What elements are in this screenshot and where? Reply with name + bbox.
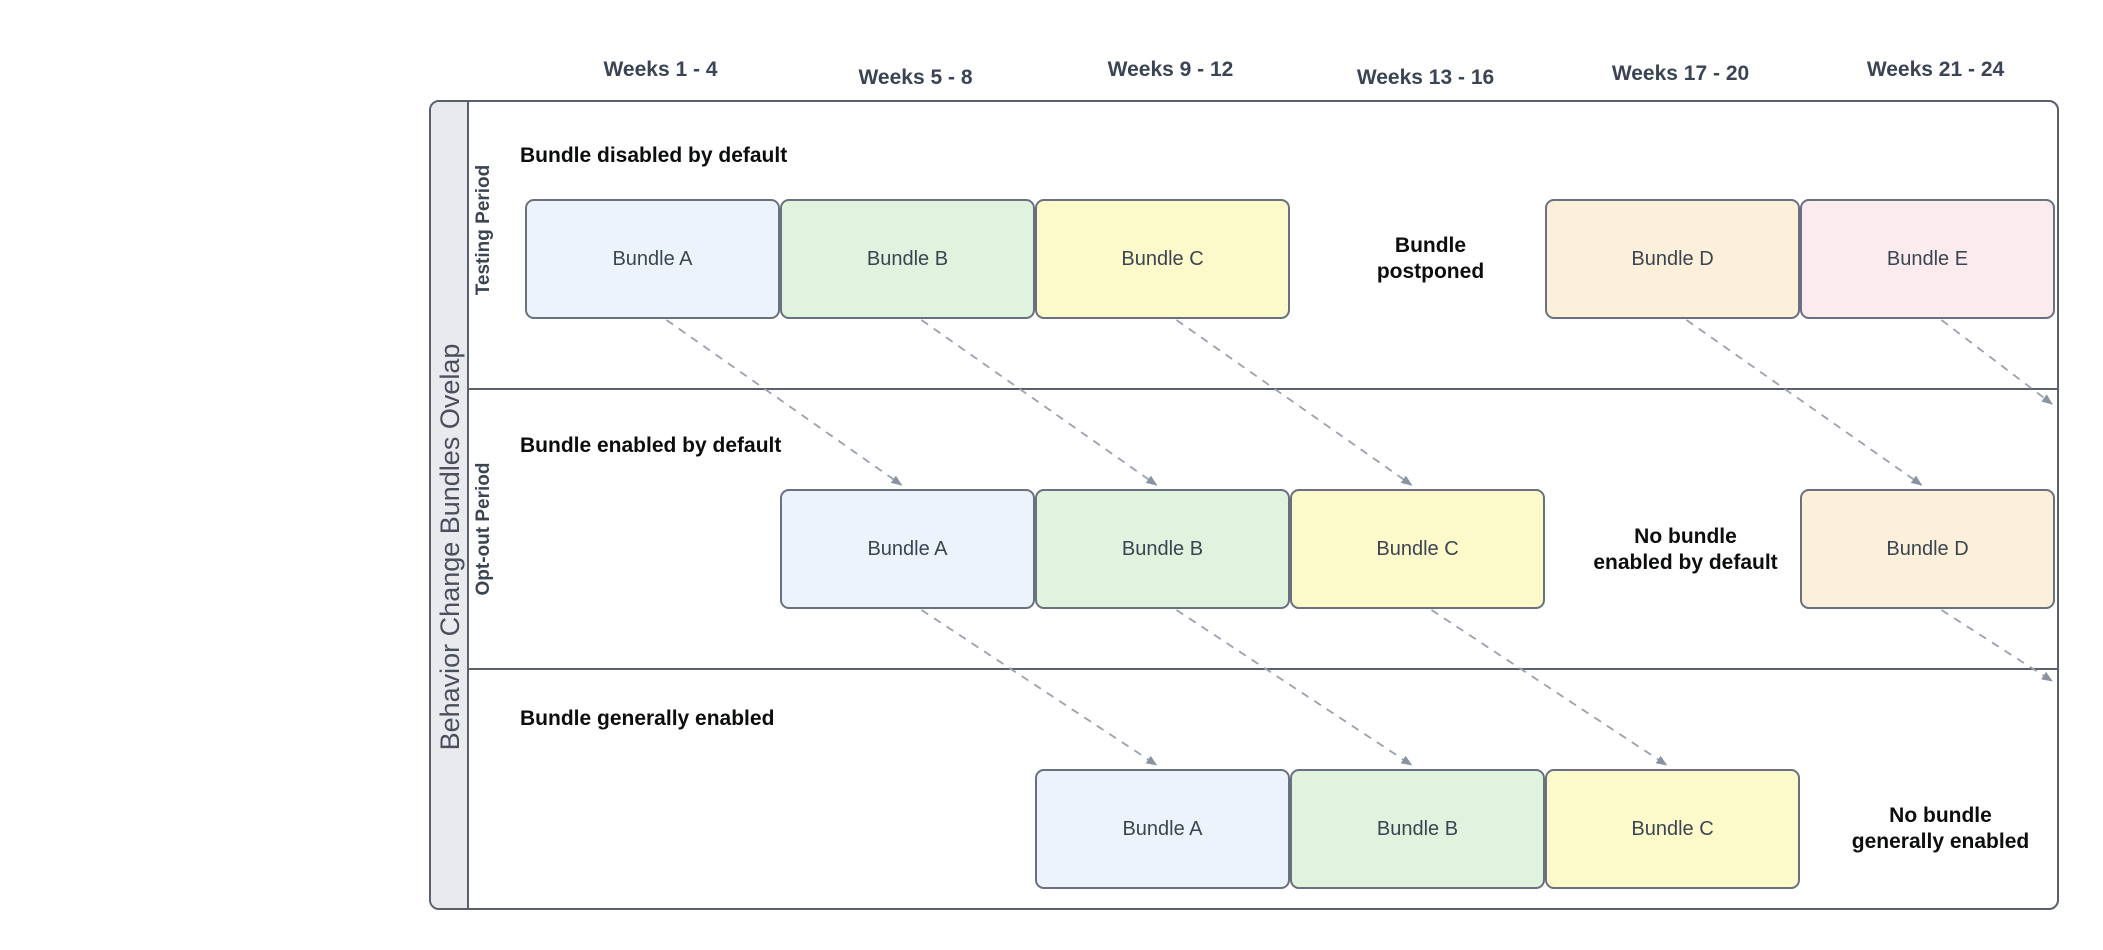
bundle-box-optout-c: Bundle C <box>1290 489 1545 609</box>
note-line: enabled by default <box>1593 551 1778 574</box>
bundle-label: Bundle B <box>866 247 949 270</box>
note-line: postponed <box>1376 260 1485 283</box>
column-header: Weeks 9 - 12 <box>1107 58 1234 81</box>
period-label-optout: Opt-out Period <box>473 462 494 596</box>
note-line: No bundle <box>1634 525 1737 548</box>
note-testing: Bundle postponed <box>1251 233 1611 285</box>
bundle-box-optout-d: Bundle D <box>1800 489 2055 609</box>
bundle-box-testing-c: Bundle C <box>1035 199 1290 319</box>
phase-label-optout: Bundle enabled by default <box>520 434 782 457</box>
bundle-box-optout-b: Bundle B <box>1035 489 1290 609</box>
note-line: generally enabled <box>1851 830 2030 853</box>
bundle-label: Bundle A <box>1122 817 1203 840</box>
bundle-box-testing-e: Bundle E <box>1800 199 2055 319</box>
bundle-label: Bundle A <box>867 537 948 560</box>
bundle-label: Bundle E <box>1886 247 1969 270</box>
note-line: Bundle <box>1394 234 1467 257</box>
bundle-label: Bundle D <box>1631 247 1714 270</box>
bundle-box-testing-b: Bundle B <box>780 199 1035 319</box>
diagram-title-text: Behavior Change Bundles Ovelap <box>434 343 465 751</box>
bundle-label: Bundle A <box>612 247 693 270</box>
column-header: Weeks 5 - 8 <box>858 66 973 89</box>
row-separator-2 <box>467 668 2059 670</box>
phase-label-general: Bundle generally enabled <box>520 707 775 730</box>
bundle-box-general-a: Bundle A <box>1035 769 1290 889</box>
bundle-box-testing-d: Bundle D <box>1545 199 1800 319</box>
column-header: Weeks 1 - 4 <box>603 58 718 81</box>
note-optout: No bundle enabled by default <box>1506 524 1866 576</box>
bundle-box-general-b: Bundle B <box>1290 769 1545 889</box>
sidebar-strip: Behavior Change Bundles Ovelap <box>431 102 469 908</box>
bundle-label: Bundle C <box>1631 817 1714 840</box>
row-separator-1 <box>467 388 2059 390</box>
bundle-label: Bundle C <box>1376 537 1459 560</box>
bundle-label: Bundle C <box>1121 247 1204 270</box>
bundle-label: Bundle B <box>1121 537 1204 560</box>
note-line: No bundle <box>1889 804 1992 827</box>
bundle-label: Bundle D <box>1886 537 1969 560</box>
bundle-box-optout-a: Bundle A <box>780 489 1035 609</box>
column-header: Weeks 21 - 24 <box>1866 58 2005 81</box>
period-label-testing: Testing Period <box>473 164 494 296</box>
column-header: Weeks 17 - 20 <box>1611 62 1750 85</box>
bundle-label: Bundle B <box>1376 817 1459 840</box>
bundle-box-testing-a: Bundle A <box>525 199 780 319</box>
note-general: No bundle generally enabled <box>1761 803 2103 855</box>
column-header: Weeks 13 - 16 <box>1356 66 1495 89</box>
phase-label-testing: Bundle disabled by default <box>520 144 788 167</box>
bundle-box-general-c: Bundle C <box>1545 769 1800 889</box>
